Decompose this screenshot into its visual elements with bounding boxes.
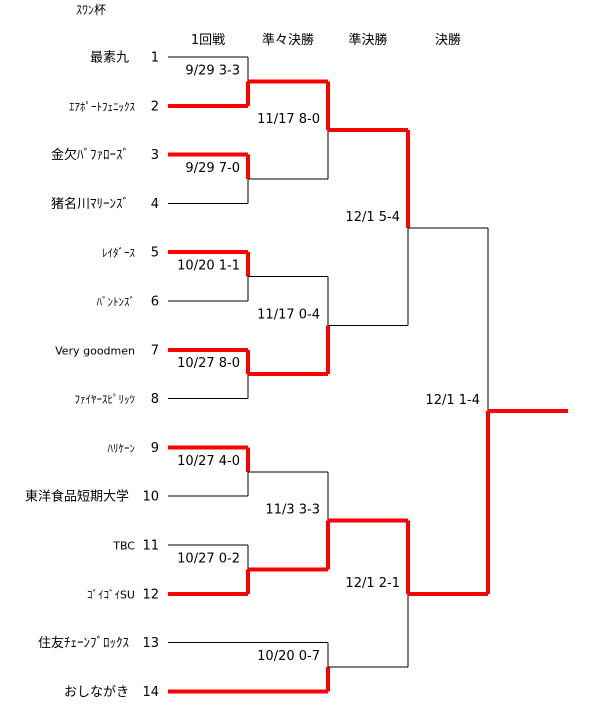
team-seed: 11 [142,539,159,554]
team-row: 8 ﾌｧｲﾔｰｽﾋﾟﾘｯﾂ [75,392,160,407]
team-row: 7 Very goodmen [55,343,159,358]
team-seed: 6 [151,295,159,310]
team-name: ｺﾞｲｺﾞｲSU [87,588,135,601]
bracket-lines [168,56,568,694]
team-name: ﾌｧｲﾔｰｽﾋﾟﾘｯﾂ [75,393,136,406]
team-seed: 10 [142,490,159,505]
match-date: 9/29 [185,161,214,176]
round-header-4: 決勝 [435,33,461,48]
round-headers: 1回戦 準々決勝 準決勝 決勝 [191,32,461,48]
team-seed: 13 [142,636,159,651]
match-result-r1-4: 10/27 8-0 [177,356,240,371]
match-score: 2-1 [379,576,400,591]
match-results: 9/29 3-39/29 7-010/20 1-110/27 8-010/27 … [177,63,480,664]
team-name: 猪名川ﾏﾘｰﾝｽﾞ [51,196,129,212]
match-result-sf-2: 12/1 2-1 [345,576,400,591]
team-seed: 9 [151,441,159,456]
match-date: 10/20 [177,259,214,274]
match-result-qf-2: 11/17 0-4 [257,307,320,322]
team-name: ﾚｲﾀﾞｰｽ [102,247,135,260]
team-row: 6 ﾊﾞﾝﾄﾝｽﾞ [97,295,160,310]
match-result-r1-1: 9/29 3-3 [185,63,240,78]
match-result-r1-3: 10/20 1-1 [177,259,240,274]
match-result-qf-1: 11/17 8-0 [257,112,320,127]
team-row: 13 住友ﾁｪｰﾝﾌﾞﾛｯｸｽ [38,635,159,651]
tournament-title: ｽﾜﾝ杯 [76,3,106,17]
team-name: Very goodmen [55,344,135,357]
match-date: 11/3 [265,503,294,518]
team-seed: 2 [151,99,159,114]
match-date: 10/27 [177,551,214,566]
team-row: 5 ﾚｲﾀﾞｰｽ [102,246,159,261]
match-score: 3-3 [219,63,240,78]
match-result-r1-6: 10/27 0-2 [177,551,240,566]
team-row: 2 ｴｱﾎﾟｰﾄﾌｪﾆｯｸｽ [69,99,159,114]
match-date: 10/20 [257,649,294,664]
team-seed: 7 [151,343,159,358]
match-date: 9/29 [185,63,214,78]
round-header-1: 1回戦 [191,33,225,48]
match-score: 4-0 [219,454,240,469]
team-seed: 14 [142,685,159,700]
team-name: おしながき [64,685,129,700]
match-date: 12/1 [345,210,374,225]
match-date: 12/1 [425,393,454,408]
team-row: 3 金欠ﾊﾞﾌｧﾛｰｽﾞ [51,147,159,163]
team-row: 11 TBC [112,539,159,554]
team-name: TBC [112,540,135,553]
match-result-final: 12/1 1-4 [425,393,480,408]
team-row: 9 ﾊﾘｹｰﾝ [108,441,160,456]
team-name: 最素九 [90,51,129,66]
match-result-r1-2: 9/29 7-0 [185,161,240,176]
team-name: 住友ﾁｪｰﾝﾌﾞﾛｯｸｽ [38,635,130,651]
match-result-r1-5: 10/27 4-0 [177,454,240,469]
team-name: ﾊﾞﾝﾄﾝｽﾞ [97,296,136,309]
match-score: 0-7 [299,649,320,664]
team-seed: 4 [151,197,159,212]
team-row: 10 東洋食品短期大学 [25,489,159,505]
match-result-sf-1: 12/1 5-4 [345,210,400,225]
match-score: 5-4 [379,210,400,225]
match-result-qf-4: 10/20 0-7 [257,649,320,664]
team-name: 金欠ﾊﾞﾌｧﾛｰｽﾞ [51,147,129,163]
match-score: 0-4 [299,307,320,322]
match-score: 1-1 [219,259,240,274]
match-score: 8-0 [219,356,240,371]
team-row: 4 猪名川ﾏﾘｰﾝｽﾞ [51,196,159,212]
team-seed: 5 [151,246,159,261]
match-date: 11/17 [257,307,294,322]
match-date: 12/1 [345,576,374,591]
match-score: 1-4 [459,393,480,408]
team-row: 1 最素九 [90,51,159,66]
match-score: 7-0 [219,161,240,176]
round-header-3: 準決勝 [348,32,387,48]
match-score: 8-0 [299,112,320,127]
match-score: 3-3 [299,503,320,518]
match-result-qf-3: 11/3 3-3 [265,503,320,518]
team-seed: 8 [151,392,159,407]
team-row: 12 ｺﾞｲｺﾞｲSU [87,587,159,602]
match-date: 10/27 [177,454,214,469]
team-name: ｴｱﾎﾟｰﾄﾌｪﾆｯｸｽ [69,100,135,113]
match-date: 10/27 [177,356,214,371]
team-name: ﾊﾘｹｰﾝ [108,442,136,455]
round-header-2: 準々決勝 [262,32,314,48]
match-date: 11/17 [257,112,294,127]
team-seed: 3 [151,148,159,163]
match-score: 0-2 [219,551,240,566]
team-labels: 1 最素九 2 ｴｱﾎﾟｰﾄﾌｪﾆｯｸｽ 3 金欠ﾊﾞﾌｧﾛｰｽﾞ 4 猪名川ﾏﾘｰﾝｽﾞ 5 ﾚ… [25,51,159,700]
team-row: 14 おしながき [64,685,159,700]
team-seed: 12 [142,587,159,602]
team-name: 東洋食品短期大学 [25,489,129,505]
team-seed: 1 [151,51,159,66]
